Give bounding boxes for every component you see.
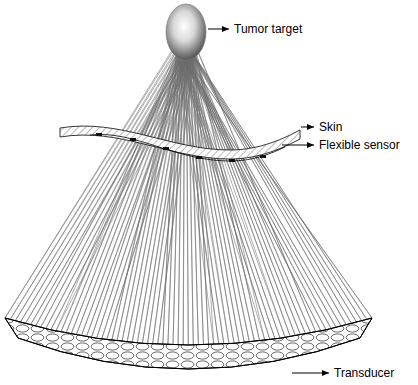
beam-line <box>15 50 181 321</box>
beam-line <box>122 47 182 341</box>
transducer-outline <box>5 318 372 369</box>
flexible-sensor-elements <box>96 133 266 162</box>
beam-line <box>5 45 177 318</box>
beam-line <box>177 45 372 318</box>
beam-line <box>30 57 185 325</box>
beam-line <box>190 50 357 322</box>
beam-line <box>153 48 194 344</box>
beam-line <box>180 52 331 329</box>
beam-line <box>178 47 183 345</box>
leader-arrows <box>208 29 329 373</box>
beam-line <box>184 47 234 344</box>
beam-line <box>185 58 341 327</box>
beam-line <box>194 56 367 320</box>
beam-line <box>177 48 321 331</box>
ultrasound-beams <box>5 44 372 345</box>
beam-line <box>188 48 351 324</box>
beam-line <box>179 50 326 330</box>
beam-line <box>112 55 177 340</box>
part-label: Transducer <box>333 366 395 380</box>
tumor-target <box>166 4 206 60</box>
beam-line <box>187 46 346 325</box>
part-label: Tumor target <box>233 22 303 36</box>
part-label: Skin <box>318 120 343 134</box>
beam-line <box>178 50 270 339</box>
beam-line <box>5 44 176 318</box>
beam-line <box>195 56 367 319</box>
beam-line <box>187 52 189 345</box>
beam-line <box>173 44 181 344</box>
beam-line <box>66 46 179 333</box>
beam-line <box>186 49 239 343</box>
beam-line <box>182 56 280 339</box>
beam-line <box>179 52 275 339</box>
beam-line <box>192 54 306 334</box>
beam-line <box>158 51 196 345</box>
transducer-elements <box>0 300 380 385</box>
beam-line <box>181 53 331 329</box>
beam-line <box>158 50 195 345</box>
beam-line <box>76 52 184 335</box>
beam-line <box>112 56 178 340</box>
beam-line <box>184 57 341 327</box>
beam-line <box>193 54 362 321</box>
skin-hatching <box>60 126 300 159</box>
beam-line <box>179 53 219 344</box>
beam-line <box>191 53 306 334</box>
beam-line <box>189 49 352 324</box>
skin-layer <box>60 126 300 159</box>
beam-line <box>71 49 181 334</box>
beam-line <box>191 51 357 322</box>
beam-line <box>10 48 179 320</box>
beam-line <box>163 53 177 344</box>
beam-line <box>180 53 275 339</box>
beam-line <box>15 49 180 321</box>
flexible-sensor-substrate <box>90 134 285 161</box>
beam-line <box>183 55 336 327</box>
beam-line <box>168 56 179 345</box>
beam-line <box>56 56 176 331</box>
beam-line <box>66 47 180 333</box>
beam-line <box>137 55 187 343</box>
part-label: Flexible sensor <box>318 138 401 152</box>
